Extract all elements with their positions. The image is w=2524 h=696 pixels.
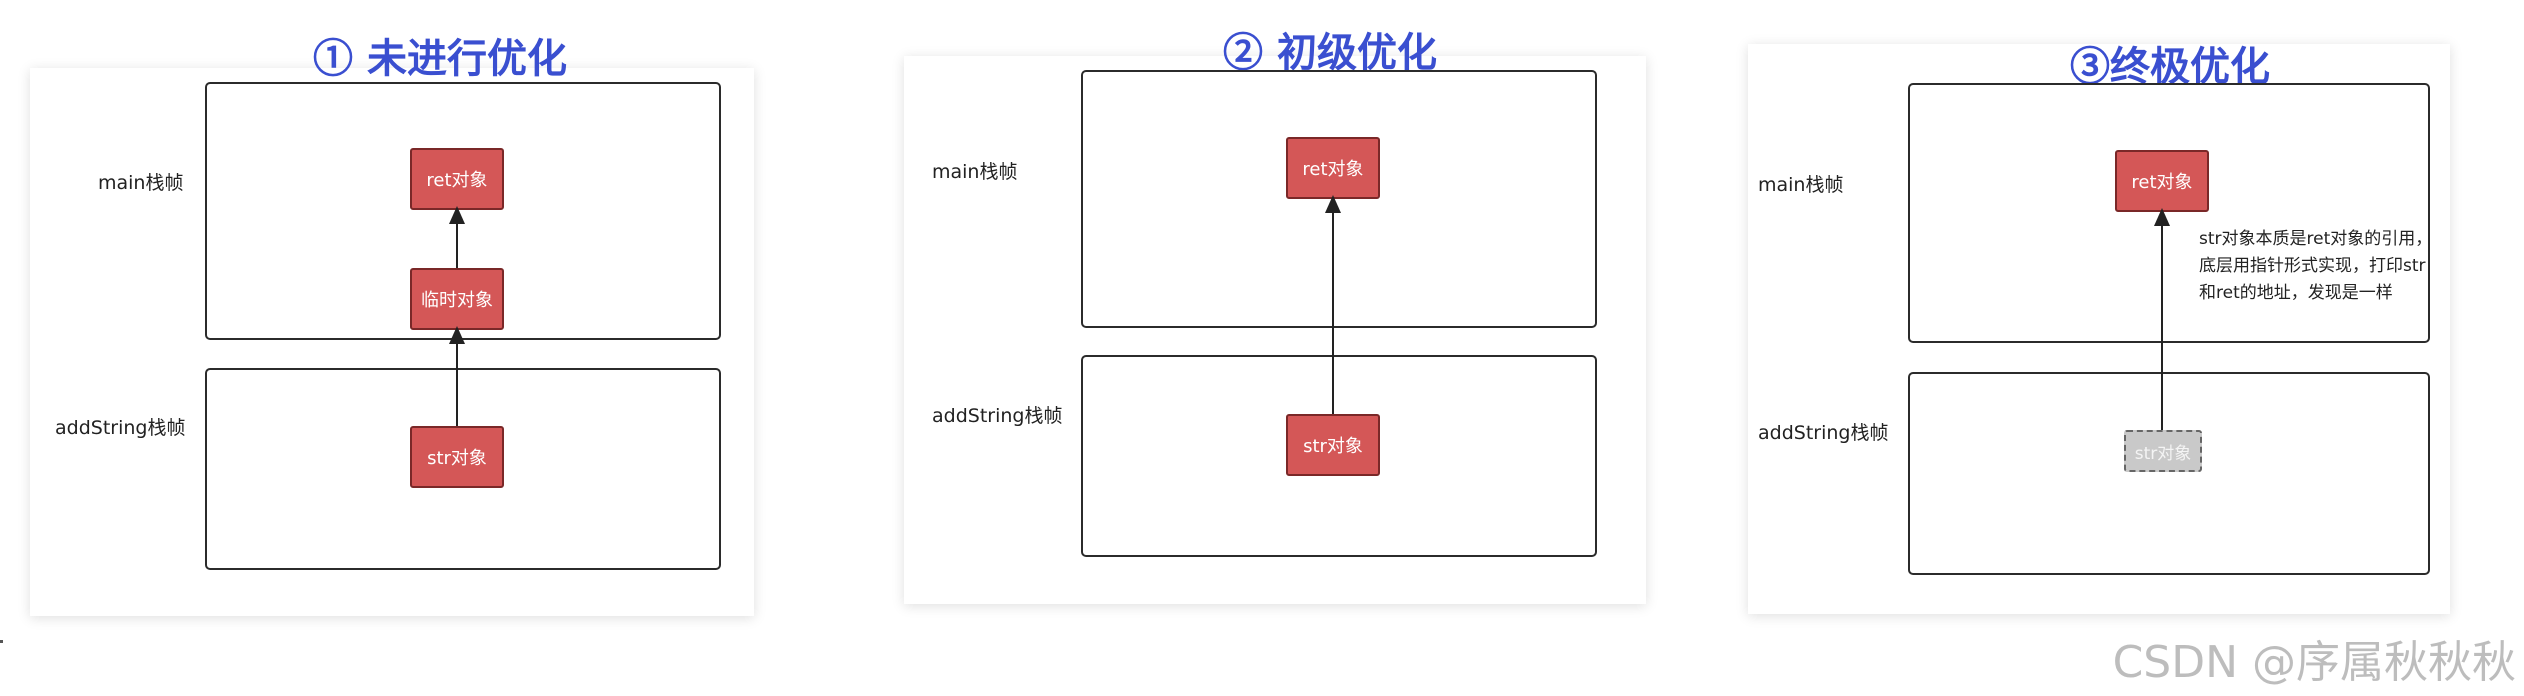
main-frame-label: main栈帧 <box>1758 174 1844 196</box>
panel-title: ② 初级优化 <box>1223 29 1437 76</box>
panel-title: ① 未进行优化 <box>313 35 567 82</box>
main-frame-label: main栈帧 <box>98 172 184 194</box>
panel-title: ③终极优化 <box>2070 43 2270 90</box>
str-object: str对象 <box>410 426 504 488</box>
stray-dot <box>0 640 3 643</box>
temp-object: 临时对象 <box>410 268 504 330</box>
addstring-frame-label: addString栈帧 <box>932 405 1063 427</box>
explanation-note: str对象本质是ret对象的引用，底层用指针形式实现，打印str和ret的地址，… <box>2199 229 2433 303</box>
main-stack-frame <box>1081 70 1597 328</box>
addstring-frame-label: addString栈帧 <box>1758 422 1889 444</box>
csdn-watermark: CSDN @序属秋秋秋 <box>2112 637 2516 688</box>
ret-object: ret对象 <box>1286 137 1380 199</box>
addstring-frame-label: addString栈帧 <box>55 417 186 439</box>
str-object: str对象 <box>1286 414 1380 476</box>
str-object-ghost: str对象 <box>2124 430 2202 472</box>
main-frame-label: main栈帧 <box>932 161 1018 183</box>
ret-object: ret对象 <box>2115 150 2209 212</box>
addstring-stack-frame <box>1908 372 2430 575</box>
ret-object: ret对象 <box>410 148 504 210</box>
